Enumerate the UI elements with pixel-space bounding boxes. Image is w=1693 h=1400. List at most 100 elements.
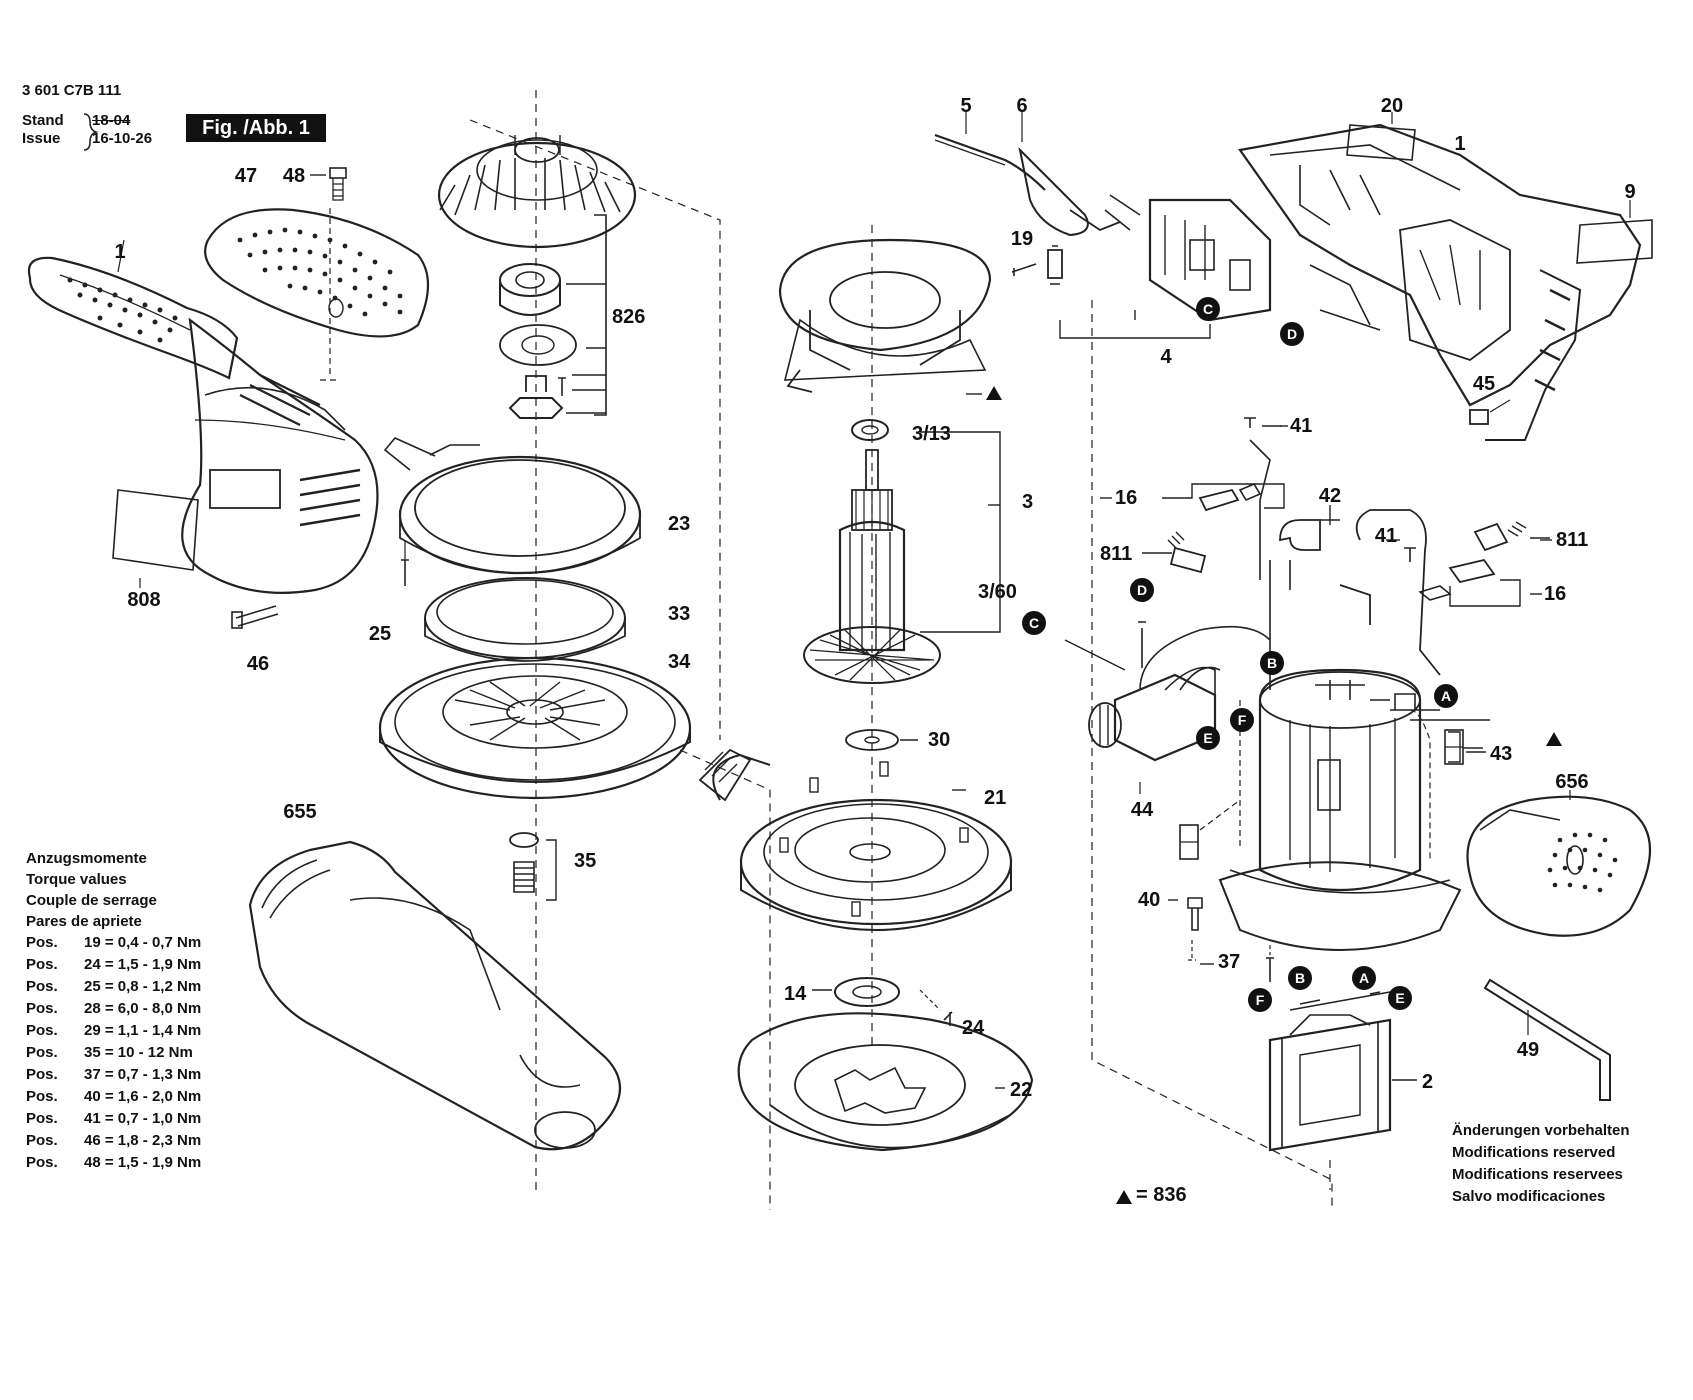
- callout-16b: 16: [1544, 583, 1566, 605]
- callout-40: 40: [1138, 889, 1160, 911]
- hex-key: [1483, 978, 1611, 1101]
- callout-3-13: 3/13: [912, 423, 951, 445]
- dust-bag: [248, 840, 621, 1151]
- torque-row: Pos.41 = 0,7 - 1,0 Nm: [26, 1110, 202, 1127]
- callout-5: 5: [960, 95, 971, 117]
- carbon-brush-right: [1473, 521, 1527, 552]
- callout-656: 656: [1555, 771, 1588, 793]
- marker-E-bot-label: E: [1395, 990, 1404, 1006]
- rating-label: [1346, 124, 1416, 161]
- marker-B-bot-label: B: [1295, 970, 1305, 986]
- callout-811a: 811: [1100, 543, 1132, 565]
- callout-43: 43: [1490, 743, 1512, 765]
- marker-E-bot: [1388, 986, 1412, 1010]
- marker-A-mid: [1434, 684, 1458, 708]
- front-grip-cap: [1466, 795, 1651, 937]
- legend-836: = 836: [1136, 1184, 1187, 1206]
- triangle-marker-2: [1546, 732, 1562, 746]
- marker-F-bot: [1248, 988, 1272, 1012]
- callout-4: 4: [1160, 346, 1172, 368]
- callout-811b: 811: [1556, 529, 1588, 551]
- torque-title-fr: Couple de serrage: [26, 892, 157, 909]
- torque-row: Pos.24 = 1,5 - 1,9 Nm: [26, 956, 202, 973]
- triangle-marker-legend: [1116, 1190, 1132, 1204]
- torque-row: Pos.46 = 1,8 - 2,3 Nm: [26, 1132, 202, 1149]
- brush-holder-right: [1418, 558, 1496, 601]
- part-number: 3 601 C7B 111: [22, 82, 122, 99]
- triangle-marker-1: [986, 386, 1002, 400]
- torque-title-de: Anzugsmomente: [26, 850, 147, 867]
- torque-row: Pos.25 = 0,8 - 1,2 Nm: [26, 978, 202, 995]
- marker-D-mid-label: D: [1137, 582, 1147, 598]
- callout-30: 30: [928, 729, 950, 751]
- callout-16a: 16: [1115, 487, 1137, 509]
- callout-20: 20: [1381, 95, 1403, 117]
- carbon-brush-left: [1167, 531, 1207, 574]
- callout-35: 35: [574, 850, 596, 872]
- power-cable: [934, 133, 1121, 237]
- hex-nut: [508, 375, 564, 419]
- torque-legend: Anzugsmomente Torque values Couple de se…: [26, 848, 201, 1174]
- stand-label: Stand: [22, 112, 64, 129]
- marker-F-bot-label: F: [1256, 992, 1265, 1008]
- mods-de: Änderungen vorbehalten: [1452, 1122, 1630, 1139]
- marker-E-mid-label: E: [1203, 730, 1212, 746]
- callout-45: 45: [1473, 373, 1495, 395]
- sanding-pad: [378, 656, 692, 800]
- washer-plate: [499, 324, 577, 366]
- torque-row: Pos.37 = 0,7 - 1,3 Nm: [26, 1066, 202, 1083]
- issue-label: Issue: [22, 130, 61, 147]
- figure-badge: Fig. /Abb. 1: [186, 114, 326, 142]
- motor-housing-top: [778, 238, 992, 393]
- callout-33: 33: [668, 603, 690, 625]
- callout-19: 19: [1011, 228, 1033, 250]
- mods-fr: Modifications reservees: [1452, 1166, 1623, 1183]
- callout-22: 22: [1010, 1079, 1032, 1101]
- callout-37: 37: [1218, 951, 1240, 973]
- marker-F-mid: [1230, 708, 1254, 732]
- torque-row: Pos.48 = 1,5 - 1,9 Nm: [26, 1154, 202, 1171]
- perforated-cover: [204, 208, 429, 338]
- screw-48: [329, 167, 347, 201]
- torque-title-es: Pares de apriete: [26, 913, 142, 930]
- stator: [1268, 991, 1392, 1152]
- marker-C-mid: [1022, 611, 1046, 635]
- seal-ring: [424, 577, 626, 662]
- issue-value: 16-10-26: [92, 130, 153, 147]
- torque-row: Pos.35 = 10 - 12 Nm: [26, 1044, 193, 1061]
- marker-C-top-label: C: [1203, 301, 1213, 317]
- bearing-plate: [698, 748, 1013, 931]
- bearing-14: [834, 977, 900, 1007]
- callout-2: 2: [1422, 1071, 1433, 1093]
- callout-41a: 41: [1290, 415, 1312, 437]
- callout-42: 42: [1319, 485, 1341, 507]
- marker-E-mid: [1196, 726, 1220, 750]
- callout-6: 6: [1016, 95, 1027, 117]
- rear-handle-housing: [27, 256, 379, 594]
- callout-3-60: 3/60: [978, 581, 1017, 603]
- marker-C-top: [1196, 297, 1220, 321]
- marker-F-mid-label: F: [1238, 712, 1247, 728]
- callout-14: 14: [784, 983, 807, 1005]
- mods-es: Salvo modificaciones: [1452, 1188, 1606, 1205]
- label-plate: [112, 489, 199, 571]
- marker-B-bot: [1288, 966, 1312, 990]
- fan: [437, 135, 637, 249]
- motor-field-housing: [1218, 668, 1462, 951]
- brush-holder-left: [1198, 482, 1262, 512]
- callout-48: 48: [283, 165, 305, 187]
- mods-en: Modifications reserved: [1452, 1144, 1616, 1161]
- switch-block: [1104, 194, 1272, 322]
- marker-C-mid-label: C: [1029, 615, 1039, 631]
- side-label: [1576, 219, 1653, 264]
- torque-row: Pos.29 = 1,1 - 1,4 Nm: [26, 1022, 202, 1039]
- callout-49: 49: [1517, 1039, 1539, 1061]
- callout-25: 25: [369, 623, 391, 645]
- callout-808: 808: [127, 589, 160, 611]
- torque-row: Pos.19 = 0,4 - 0,7 Nm: [26, 934, 202, 951]
- callout-34: 34: [668, 651, 691, 673]
- modifications-note: Änderungen vorbehalten Modifications res…: [1452, 1120, 1630, 1208]
- motor-housing-shell: [1238, 123, 1642, 441]
- stand-value: 18-04: [92, 112, 131, 129]
